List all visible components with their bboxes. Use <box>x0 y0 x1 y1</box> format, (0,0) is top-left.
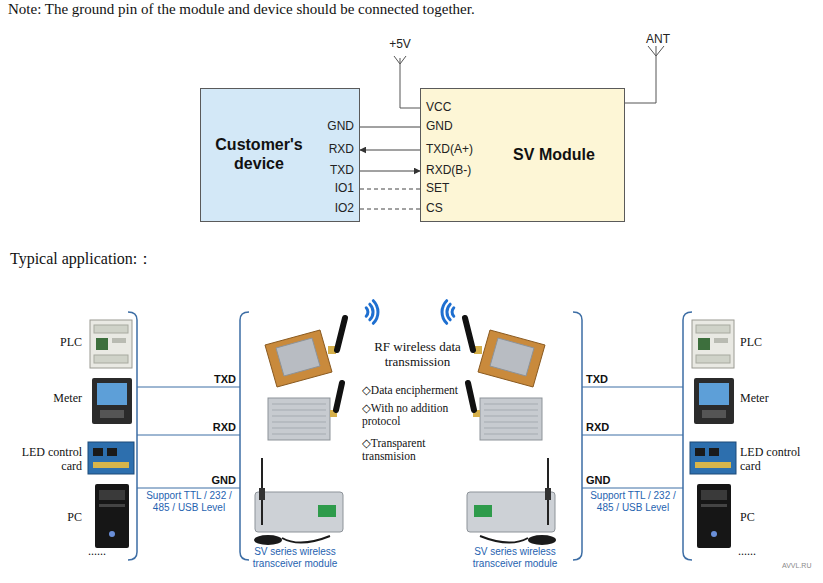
ellipsis-text: ...... <box>738 545 778 559</box>
feature-item: ◇With no addition protocol <box>362 402 464 428</box>
module-caption: SV series wireless transceiver module <box>244 546 346 570</box>
signal-label: GND <box>586 474 624 487</box>
pin-label: TXD <box>298 164 354 178</box>
signal-label: TXD <box>586 373 624 386</box>
ellipsis-text: ...... <box>88 545 128 559</box>
antenna-symbol <box>625 46 664 103</box>
pin-label: RXD(B-) <box>426 164 496 178</box>
pin-label: RXD <box>298 143 354 157</box>
box-title: SV Module <box>489 145 619 164</box>
pin-label: VCC <box>426 101 496 115</box>
feature-item: ◇Transparent transmision <box>362 437 460 463</box>
bus-wire <box>137 387 240 488</box>
wireless-symbol <box>442 301 454 324</box>
plc-picture <box>692 320 734 368</box>
signal-wire <box>360 209 420 210</box>
device-label: PC <box>20 511 82 525</box>
bus-wire <box>582 387 683 488</box>
section-heading: Typical application:： <box>10 250 310 268</box>
signal-wire <box>360 150 420 151</box>
meter-picture <box>694 378 734 424</box>
meter-picture <box>92 378 132 424</box>
pin-label: CS <box>426 202 496 216</box>
box-title: Customer's device <box>207 135 311 173</box>
pin-label: SET <box>426 182 496 196</box>
signal-wire <box>360 171 420 172</box>
led-card-picture <box>88 442 134 474</box>
pin-label: GND <box>426 120 496 134</box>
module-pictures <box>465 318 556 545</box>
device-label: Meter <box>20 392 82 406</box>
device-label: LED control card <box>740 446 804 474</box>
signal-label: RXD <box>198 421 236 434</box>
module-caption: SV series wireless transceiver module <box>464 546 566 570</box>
note-text: Note: The ground pin of the module and d… <box>8 1 788 18</box>
pin-label: TXD(A+) <box>426 143 496 157</box>
wireless-symbol <box>366 301 378 324</box>
module-pictures <box>254 318 345 545</box>
pin-label: IO1 <box>298 182 354 196</box>
device-label: PLC <box>20 336 82 350</box>
signal-label: GND <box>198 474 236 487</box>
device-label: Meter <box>740 392 810 406</box>
signal-label: RXD <box>586 421 624 434</box>
supply-label: +5V <box>384 38 416 52</box>
device-label: PC <box>740 511 810 525</box>
pc-picture <box>95 484 129 548</box>
device-label: LED control card <box>18 446 82 474</box>
bracket <box>573 312 582 560</box>
pin-label: GND <box>298 120 354 134</box>
watermark: AVVL.RU <box>782 562 822 570</box>
device-label: PLC <box>740 336 810 350</box>
signal-wire <box>360 127 420 128</box>
level-note: Support TTL / 232 / 485 / USB Level <box>584 490 682 514</box>
feature-heading: RF wireless data transmission <box>370 340 465 370</box>
signal-wire <box>360 189 420 190</box>
feature-item: ◇Data encipherment <box>362 384 474 397</box>
signal-label: TXD <box>198 373 236 386</box>
bracket <box>240 312 249 560</box>
supply-wire <box>394 56 420 108</box>
level-note: Support TTL / 232 / 485 / USB Level <box>140 490 238 514</box>
led-card-picture <box>690 442 736 474</box>
pin-label: IO2 <box>298 202 354 216</box>
plc-picture <box>90 320 132 368</box>
pc-picture <box>697 484 731 548</box>
bracket <box>683 312 692 560</box>
antenna-label: ANT <box>641 33 675 47</box>
